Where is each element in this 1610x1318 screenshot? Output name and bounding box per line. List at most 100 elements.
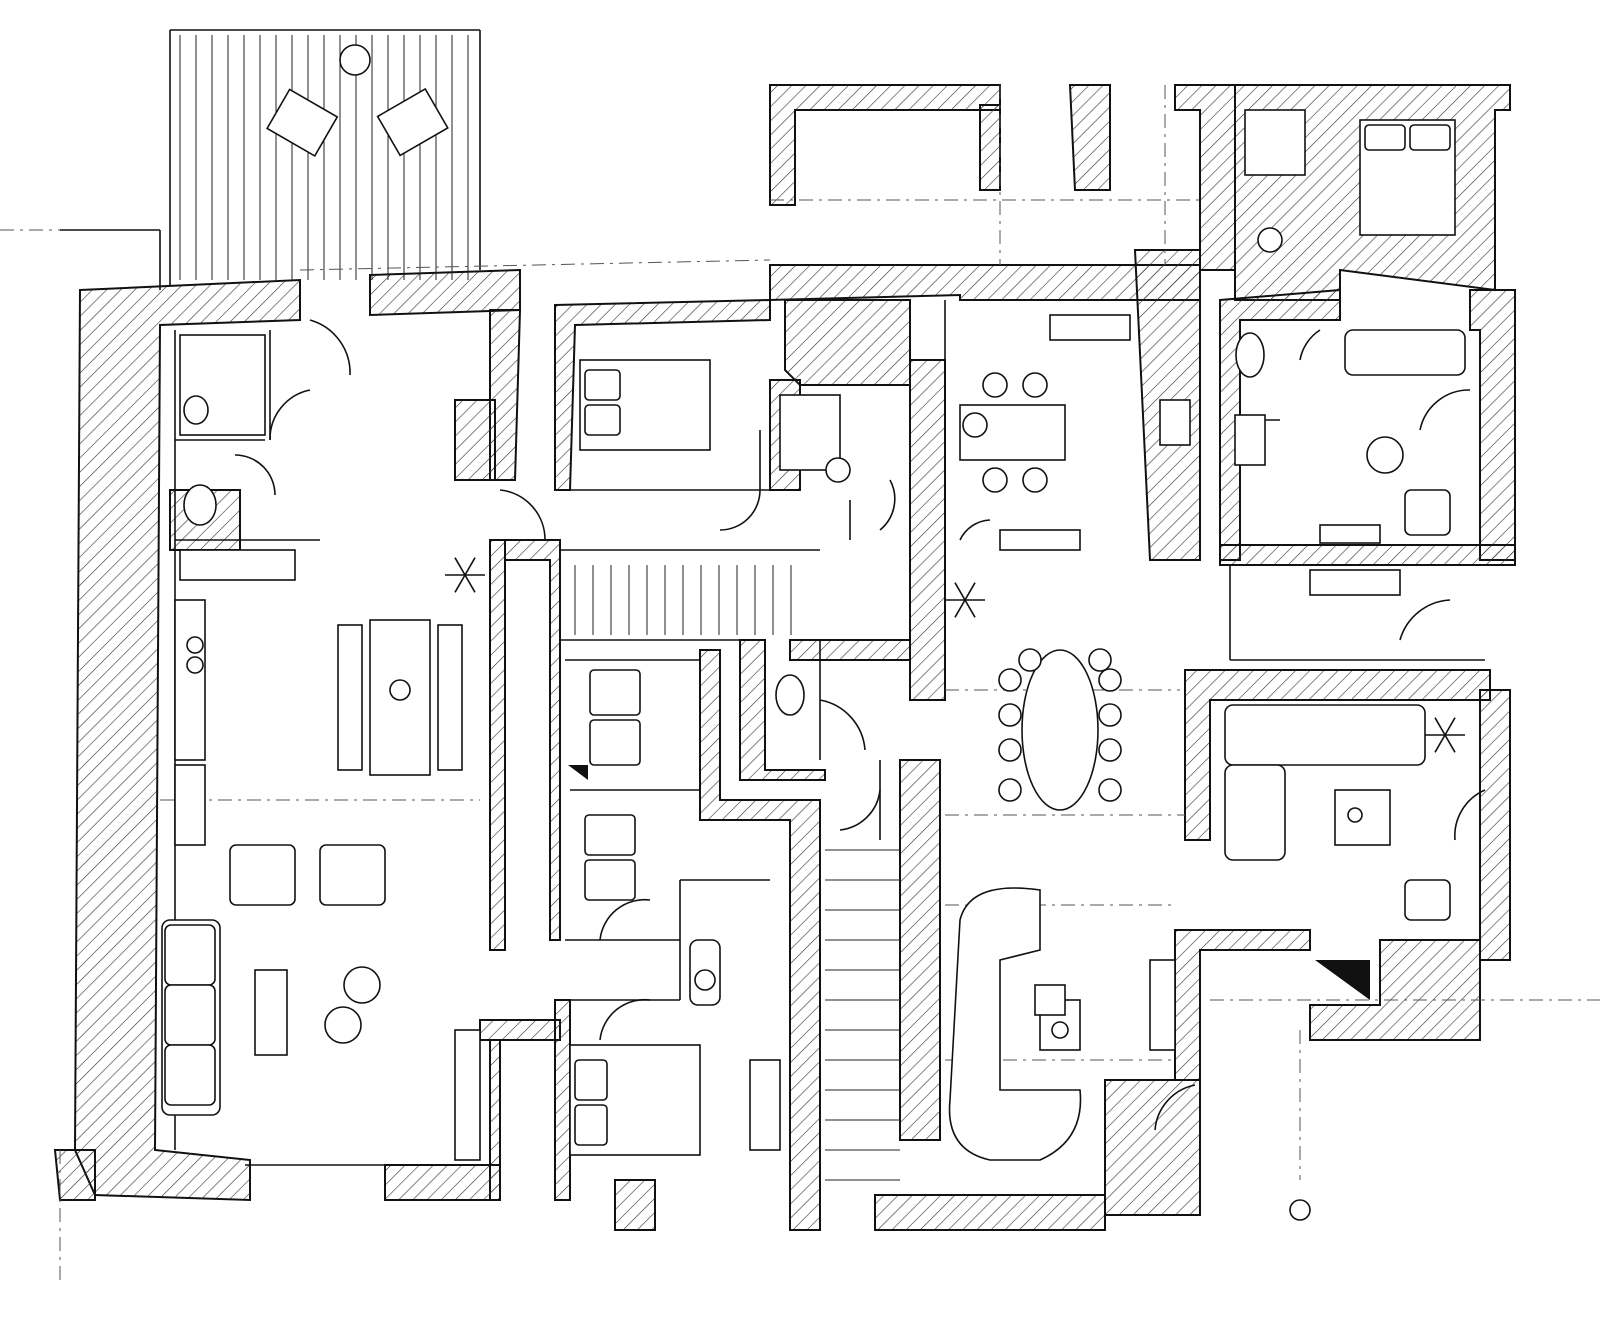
chair-icon xyxy=(1098,778,1122,802)
plant-icon xyxy=(954,599,966,618)
cup-icon xyxy=(1347,807,1363,823)
wall xyxy=(489,539,506,951)
wall xyxy=(1174,929,1311,1081)
vase-icon xyxy=(389,679,411,701)
door-swing-icon xyxy=(269,389,311,441)
plant-icon xyxy=(954,582,966,601)
chair-icon xyxy=(998,778,1022,802)
shower-icon xyxy=(779,394,841,471)
pillow-icon xyxy=(574,1059,608,1101)
terrace-table-icon xyxy=(339,44,371,76)
dining-table-icon xyxy=(369,619,431,776)
chair-icon xyxy=(998,668,1022,692)
coffee-table-icon xyxy=(254,969,288,1056)
kitchen-counter-icon xyxy=(174,599,206,761)
console-icon xyxy=(1149,959,1176,1051)
wall xyxy=(454,399,496,481)
stove-icon xyxy=(186,636,204,654)
plant-icon xyxy=(1434,717,1446,736)
chair-icon xyxy=(1022,372,1048,398)
bench-icon xyxy=(437,624,463,771)
wall xyxy=(614,1179,656,1231)
sink-icon xyxy=(1049,314,1131,341)
door-swing-icon xyxy=(839,789,881,831)
door-swing-icon xyxy=(499,489,546,541)
wall xyxy=(784,299,911,386)
sectional-sofa-icon xyxy=(948,887,1082,1161)
wall xyxy=(1219,544,1516,566)
wall xyxy=(1469,289,1516,561)
plant-icon xyxy=(464,574,476,593)
wall xyxy=(899,759,941,1141)
nightstand-icon xyxy=(749,1059,781,1151)
book-icon xyxy=(1034,984,1066,1016)
wall xyxy=(699,649,821,1231)
plant-icon xyxy=(464,557,476,576)
column-icon xyxy=(1289,1199,1311,1221)
dining-table-icon xyxy=(1021,649,1099,811)
chair-icon xyxy=(1098,703,1122,727)
plant-icon xyxy=(964,599,976,618)
fireplace-icon xyxy=(1315,960,1370,1000)
pillow-icon xyxy=(584,404,621,436)
toilet-icon xyxy=(1235,332,1265,378)
wall xyxy=(739,639,826,781)
shower-icon xyxy=(1244,109,1306,176)
armchair-icon xyxy=(584,859,636,901)
door-swing-icon xyxy=(819,699,866,751)
coffee-table-icon xyxy=(1334,789,1391,846)
plant-icon xyxy=(1444,717,1456,736)
walls xyxy=(53,29,1516,1231)
dashed-guide xyxy=(299,259,771,271)
cup-icon xyxy=(1051,1021,1069,1039)
furniture xyxy=(161,44,1486,1221)
counter-icon xyxy=(999,529,1081,551)
door-swing-icon xyxy=(1154,1084,1196,1131)
wall xyxy=(479,1019,561,1041)
fireplace-icon xyxy=(568,765,588,780)
pillow-icon xyxy=(584,369,621,401)
wall xyxy=(979,104,1001,191)
pot-icon xyxy=(962,412,988,438)
door-swing-icon xyxy=(879,479,896,531)
toilet-icon xyxy=(775,674,805,716)
wall xyxy=(554,999,571,1201)
wall xyxy=(1479,689,1511,961)
counter-icon xyxy=(1309,569,1401,596)
door-swing-icon xyxy=(1419,389,1471,431)
wall xyxy=(1068,84,1111,191)
plant-icon xyxy=(454,557,466,576)
sofa-cushion-icon xyxy=(164,1044,216,1106)
cabinet-icon xyxy=(174,764,206,846)
wall xyxy=(384,1164,501,1201)
lounge-chair-icon xyxy=(266,88,339,158)
sink-icon xyxy=(183,395,209,425)
wall xyxy=(1104,1079,1201,1216)
bench-icon xyxy=(337,624,363,771)
wall xyxy=(1184,669,1491,841)
chair-icon xyxy=(998,703,1022,727)
armchair-icon xyxy=(1404,879,1451,921)
door-swing-icon xyxy=(1299,329,1321,361)
sofa-cushion-icon xyxy=(164,984,216,1046)
wall xyxy=(369,268,521,317)
plant-icon xyxy=(454,574,466,593)
wall xyxy=(504,539,561,941)
wall xyxy=(1309,939,1481,1041)
lounge-chair-icon xyxy=(376,87,449,157)
chair-icon xyxy=(1098,668,1122,692)
door-swing-icon xyxy=(599,998,651,1041)
side-table-icon xyxy=(324,1006,362,1044)
sofa-cushion-icon xyxy=(164,924,216,986)
pillow-icon xyxy=(574,1104,608,1146)
chair-icon xyxy=(1018,648,1042,672)
wall xyxy=(909,359,946,701)
desk-icon xyxy=(454,1029,481,1161)
plant-icon xyxy=(964,582,976,601)
chair-icon xyxy=(998,738,1022,762)
stove-icon xyxy=(1159,399,1191,446)
door-swing-icon xyxy=(309,319,351,376)
pillow-icon xyxy=(1364,124,1406,151)
plant-icon xyxy=(1434,734,1446,753)
door-swing-icon xyxy=(234,454,276,496)
